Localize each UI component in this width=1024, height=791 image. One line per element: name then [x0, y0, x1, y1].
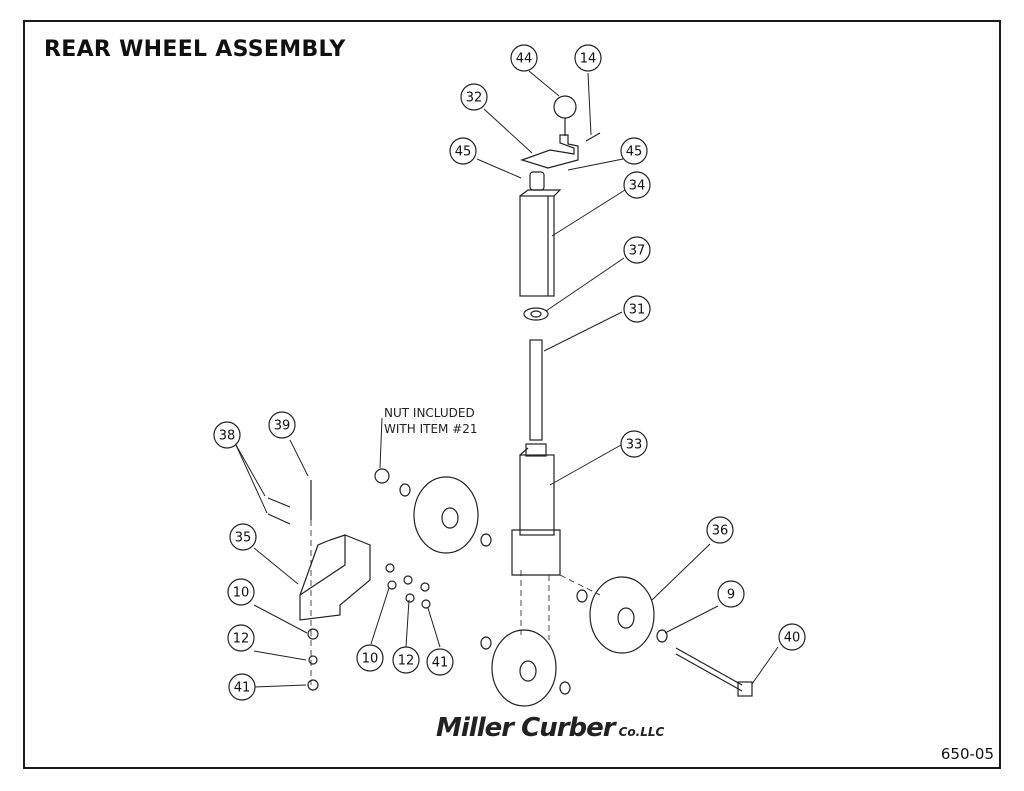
callout-balloon: [449, 137, 477, 165]
callout-balloon: [460, 83, 488, 111]
callout-balloon: [228, 673, 256, 701]
callout-balloon: [213, 421, 241, 449]
fork-part: [511, 529, 561, 576]
callout-label: 36: [712, 524, 729, 539]
page-title: REAR WHEEL ASSEMBLY: [44, 37, 346, 62]
callout-balloon: [778, 623, 806, 651]
callout-label: 10: [233, 586, 250, 601]
crank-handle-part: [520, 134, 579, 169]
callout-balloon: [623, 171, 651, 199]
wheel-bottom-part: [491, 629, 557, 707]
callout-label: 9: [727, 588, 735, 603]
callout-balloon: [623, 236, 651, 264]
callout-label: 10: [362, 652, 379, 667]
callout-label: 45: [455, 145, 472, 160]
callout-balloon: [620, 137, 648, 165]
callout-balloon: [227, 624, 255, 652]
callout-label: 35: [235, 531, 252, 546]
callout-label: 37: [629, 244, 646, 259]
callout-balloon: [623, 295, 651, 323]
callout-balloon: [510, 44, 538, 72]
callout-balloon: [227, 578, 255, 606]
nut-note-line2: WITH ITEM #21: [384, 422, 478, 436]
callout-label: 45: [626, 145, 643, 160]
callout-label: 34: [629, 179, 646, 194]
callout-balloon: [356, 644, 384, 672]
callout-label: 31: [629, 303, 646, 318]
callout-label: 41: [432, 656, 449, 671]
callout-label: 40: [784, 631, 801, 646]
knob-part: [553, 95, 577, 119]
callout-label: 41: [234, 681, 251, 696]
callout-balloon: [426, 648, 454, 676]
nut-note: NUT INCLUDED WITH ITEM #21: [384, 405, 478, 437]
callout-balloon: [706, 516, 734, 544]
bearing-part: [523, 307, 549, 321]
callout-label: 39: [274, 419, 291, 434]
callout-label: 32: [466, 91, 483, 106]
callout-label: 12: [233, 632, 250, 647]
inner-tube-part: [519, 454, 555, 536]
callout-balloon: [268, 411, 296, 439]
callout-label: 44: [516, 52, 533, 67]
wheel-left-part: [413, 476, 479, 554]
drawing-number: 650-05: [940, 745, 994, 763]
callout-label: 12: [398, 654, 415, 669]
callout-label: 33: [626, 438, 643, 453]
callout-label: 38: [219, 429, 236, 444]
logo-suffix: Co.LLC: [618, 725, 665, 739]
logo-name: Miller Curber: [436, 713, 616, 743]
mount-bracket-part: [299, 534, 371, 621]
drawing-border: [23, 20, 1001, 769]
callout-balloon: [229, 523, 257, 551]
outer-tube-part: [519, 195, 555, 297]
callout-balloon: [717, 580, 745, 608]
threaded-screw-part: [529, 339, 543, 441]
callout-balloon: [574, 44, 602, 72]
callout-balloon: [620, 430, 648, 458]
callout-label: 14: [580, 52, 597, 67]
wheel-right-part: [589, 576, 655, 654]
nut-note-line1: NUT INCLUDED: [384, 406, 475, 420]
callout-balloon: [392, 646, 420, 674]
